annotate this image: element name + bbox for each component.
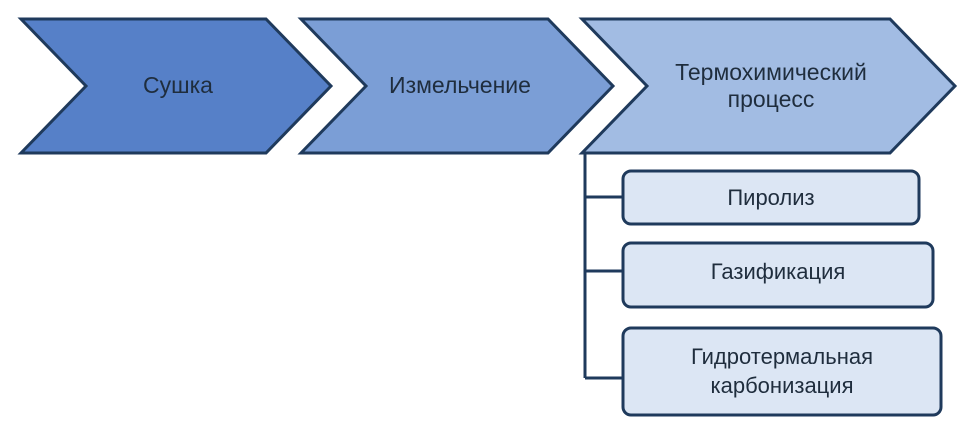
chevron-shape	[17, 17, 334, 155]
subprocess-pyrolysis: Пиролиз	[621, 169, 921, 226]
chevron-step-thermochemical: Термохимический процесс	[578, 17, 958, 155]
chevron-step-grinding: Измельчение	[297, 17, 616, 155]
subprocess-carbonization: Гидротермальная карбонизация	[621, 326, 943, 417]
subprocess-connectors	[583, 153, 623, 380]
subprocess-label-carbonization-line2: карбонизация	[711, 373, 854, 398]
subprocess-label-pyrolysis: Пиролиз	[727, 185, 814, 210]
subprocess-box	[621, 169, 921, 226]
subprocess-box	[621, 326, 943, 417]
subprocess-box	[621, 241, 935, 309]
chevron-shape	[297, 17, 616, 155]
step-label-thermochemical-line1: Термохимический	[675, 59, 867, 85]
chevron-step-drying: Сушка	[17, 17, 334, 155]
subprocess-label-carbonization-line1: Гидротермальная	[691, 344, 873, 369]
chevron-shape	[578, 17, 958, 155]
subprocess-gasification: Газификация	[621, 241, 935, 309]
step-label-grinding: Измельчение	[389, 72, 531, 98]
subprocess-label-gasification: Газификация	[711, 259, 846, 284]
step-label-drying: Сушка	[143, 72, 213, 98]
step-label-thermochemical-line2: процесс	[728, 86, 815, 112]
